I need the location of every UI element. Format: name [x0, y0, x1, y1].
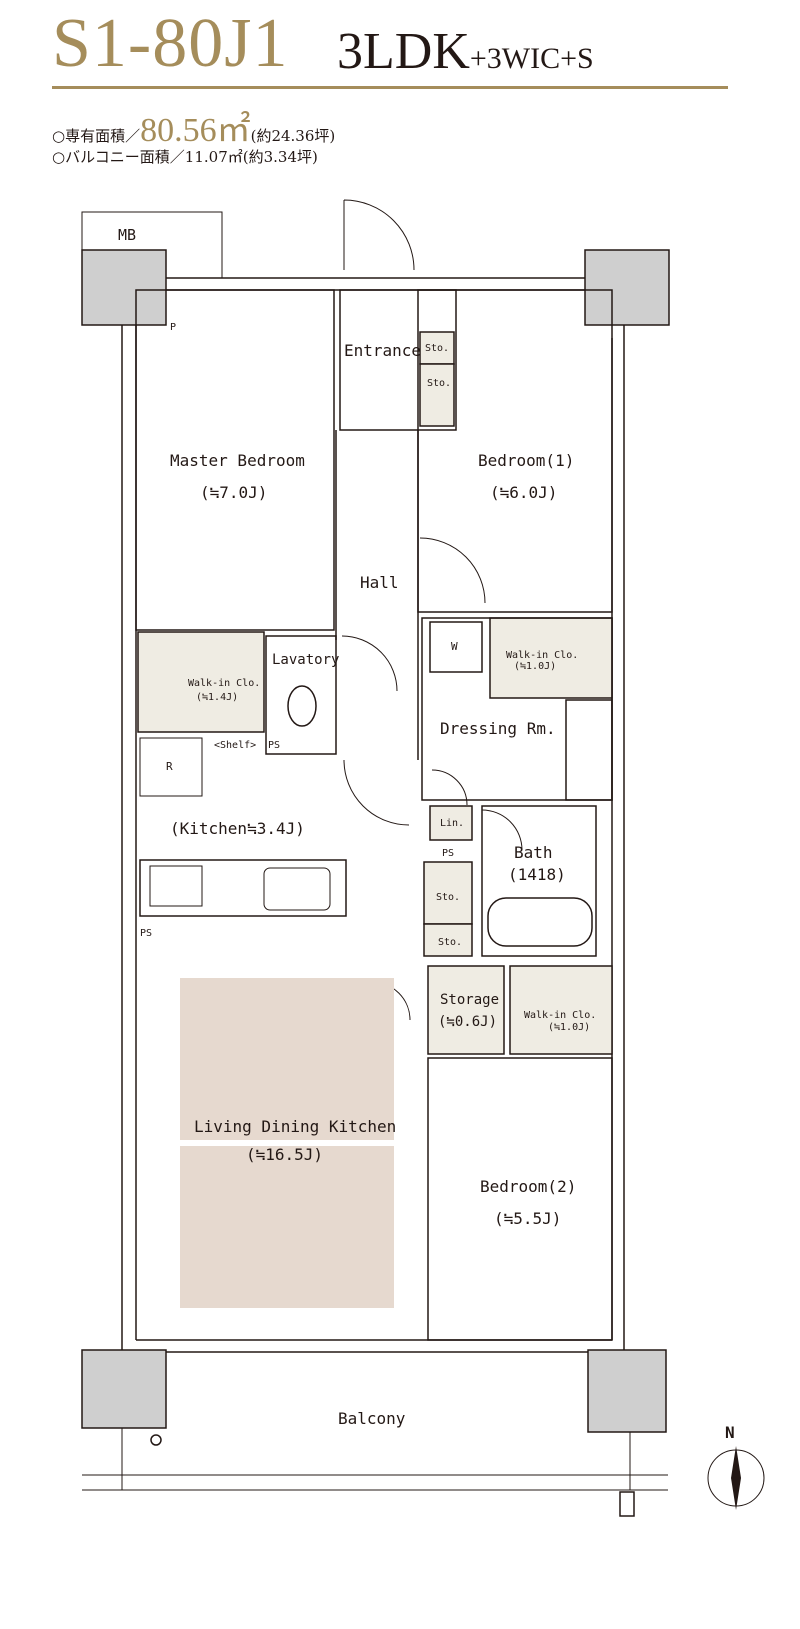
plan-header: S1-80J1 3LDK+3WIC+S: [52, 4, 732, 94]
hall-walls: [335, 430, 419, 760]
washer-box: [429, 621, 483, 673]
dressing-door-swing: [431, 769, 468, 806]
walkin-b2-size: (≒1.0J): [548, 1022, 590, 1033]
shelf-label: <Shelf>: [214, 740, 256, 751]
ldk-sto-2-label: Sto.: [438, 937, 462, 948]
bath-room: [481, 805, 597, 957]
ldk-size: (≒16.5J): [246, 1145, 323, 1164]
washer-label: W: [451, 640, 458, 653]
balcony-post: [619, 1491, 635, 1517]
p-label: P: [170, 322, 176, 333]
linen-label: Lin.: [440, 818, 464, 829]
balcony-rail: [82, 1428, 668, 1491]
sink-icon: [263, 867, 331, 911]
exclusive-area-value: 80.56㎡: [140, 112, 251, 149]
walkin-master-size: (≒1.4J): [196, 692, 238, 703]
bath-door-swing: [481, 809, 523, 851]
north-label: N: [725, 1423, 735, 1442]
lavatory-ps-label: PS: [268, 740, 280, 751]
ldk-label: Living Dining Kitchen: [194, 1117, 396, 1136]
entrance-area: [339, 289, 457, 431]
entrance-door-swing: [343, 199, 415, 271]
entrance-storage-2: [419, 363, 455, 427]
outer-walls: [121, 325, 625, 1350]
linen-closet: [429, 805, 473, 841]
column-bottom-left: [81, 1349, 167, 1429]
hall-label: Hall: [360, 573, 399, 592]
ldk-sto-1-label: Sto.: [436, 892, 460, 903]
header-rule: [52, 86, 728, 89]
entrance-label: Entrance: [344, 341, 421, 360]
column-top-right: [584, 249, 670, 326]
walkin-master-room: [137, 631, 265, 733]
master-bedroom-size: (≒7.0J): [200, 483, 267, 502]
lavatory-room: [265, 635, 337, 755]
top-wall: [166, 277, 585, 291]
bedroom1-size: (≒6.0J): [490, 483, 557, 502]
hall-door-swing: [343, 759, 410, 826]
drain-icon: [150, 1434, 162, 1446]
ldk-storage-1: [423, 861, 473, 925]
kitchen-ps-label: PS: [140, 928, 152, 939]
ldk-storage-2: [423, 923, 473, 957]
balcony-label: Balcony: [338, 1409, 406, 1428]
fridge-space: [139, 737, 203, 797]
balcony-area: ○バルコニー面積／11.07㎡(約3.34坪): [52, 148, 318, 166]
master-bedroom-label: Master Bedroom: [170, 451, 305, 470]
layout-suffix: +3WIC+S: [469, 42, 594, 75]
fridge-label: R: [166, 760, 173, 773]
entrance-storage-1: [419, 331, 455, 365]
toilet-icon: [287, 685, 317, 727]
exclusive-area-tsubo: (約24.36坪): [250, 127, 336, 145]
column-top-left: [81, 249, 167, 326]
storage-label: Storage: [440, 992, 499, 1008]
bedroom2-label: Bedroom(2): [480, 1177, 576, 1196]
layout-type-main: 3LDK: [337, 23, 470, 80]
layout-type: 3LDK+3WIC+S: [337, 22, 594, 81]
column-bottom-right: [587, 1349, 667, 1433]
bathtub-icon: [487, 897, 593, 947]
kitchen-label: (Kitchen≒3.4J): [170, 819, 305, 838]
bedroom1-door-swing: [419, 537, 486, 604]
bedroom2-room: [427, 1057, 613, 1341]
lavatory-door-swing: [341, 635, 398, 692]
bath-ps-label: PS: [442, 848, 454, 859]
walkin-b1-label: Walk-in Clo.: [506, 650, 578, 661]
plan-code: S1-80J1: [52, 5, 289, 82]
exclusive-area: ○専有面積／80.56㎡(約24.36坪): [52, 102, 335, 151]
stove-icon: [149, 865, 203, 907]
kitchen-counter: [139, 859, 347, 917]
vanity: [565, 699, 613, 801]
walkin-b2-label: Walk-in Clo.: [524, 1010, 596, 1021]
walkin-master-label: Walk-in Clo.: [188, 678, 260, 689]
entrance-sto-1-label: Sto.: [425, 343, 449, 354]
exclusive-area-label: ○専有面積／: [52, 127, 141, 145]
mb-label: MB: [118, 226, 136, 244]
storage-size: (≒0.6J): [438, 1014, 497, 1030]
walkin-b1-size: (≒1.0J): [514, 661, 556, 672]
bottom-wall: [136, 1339, 612, 1353]
dressing-label: Dressing Rm.: [440, 719, 556, 738]
lavatory-label: Lavatory: [272, 652, 339, 668]
compass-needle-icon: [731, 1446, 741, 1510]
storage-room: [427, 965, 505, 1055]
bedroom2-size: (≒5.5J): [494, 1209, 561, 1228]
entrance-sto-2-label: Sto.: [427, 378, 451, 389]
walkin-b2-room: [509, 965, 613, 1055]
bedroom1-label: Bedroom(1): [478, 451, 574, 470]
bath-label: Bath: [514, 843, 553, 862]
master-bedroom-room: [135, 289, 335, 631]
bath-size: (1418): [508, 865, 566, 884]
